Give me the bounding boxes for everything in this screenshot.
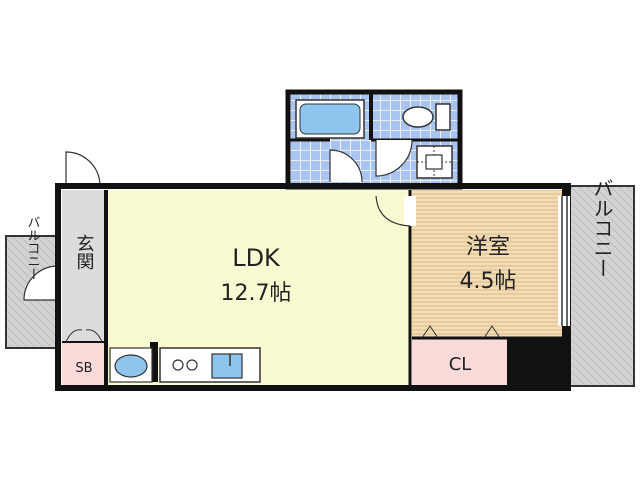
ldk-size: 12.7帖	[221, 281, 292, 306]
entrance	[62, 190, 106, 386]
western-room-name: 洋室	[466, 235, 510, 260]
ldk-name: LDK	[232, 244, 281, 272]
toilet-icon	[402, 103, 451, 131]
closet-label: CL	[449, 354, 472, 375]
left-balcony-label: バルコニー	[25, 216, 41, 281]
right-balcony	[567, 185, 635, 387]
shoe-box-label: SB	[75, 361, 92, 376]
closet	[412, 325, 564, 386]
entry-door-swing	[65, 151, 101, 187]
western-room-size: 4.5帖	[460, 269, 517, 294]
room-door-opening	[404, 196, 416, 226]
wet-area	[285, 89, 463, 190]
western-room	[412, 190, 564, 338]
kitchen-counter	[150, 342, 261, 383]
washbasin-icon	[109, 347, 153, 383]
right-balcony-label: バルコニー	[590, 178, 614, 278]
washer-pan-icon	[416, 145, 453, 179]
kitchen-sink-icon	[211, 353, 243, 379]
window-opening	[558, 196, 570, 326]
stove-icon	[172, 359, 198, 371]
left-balcony	[5, 235, 59, 349]
entrance-label: 玄関	[74, 234, 95, 270]
bathtub-icon	[295, 99, 365, 139]
